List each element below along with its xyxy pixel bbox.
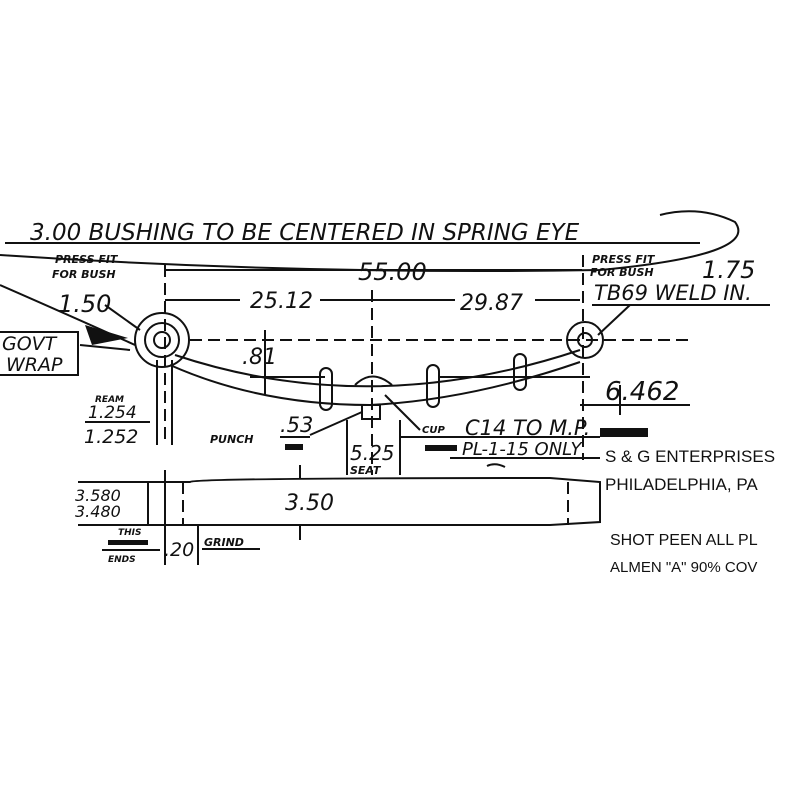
note-shot-peen: SHOT PEEN ALL PL <box>610 532 758 549</box>
company-name: S & G ENTERPRISES <box>605 447 775 466</box>
ends-label-bottom: ENDS <box>108 555 136 565</box>
note-almen: ALMEN "A" 90% COV <box>610 559 757 576</box>
center-bolt-cap <box>354 375 393 386</box>
clip <box>513 353 527 391</box>
width-max: 3.580 <box>75 486 121 505</box>
weld-note: TB69 WELD IN. <box>594 281 752 305</box>
company-city: PHILADELPHIA, PA <box>605 475 758 494</box>
seat-label: SEAT <box>350 464 382 477</box>
right-eye-dim: 1.75 <box>702 256 755 284</box>
punch-dim: .53 <box>280 413 313 437</box>
cup-leader <box>384 394 421 431</box>
cup-label: CUP <box>422 425 445 436</box>
left-eye-dim: 1.50 <box>58 290 111 318</box>
width-nominal: 3.50 <box>285 491 334 516</box>
dim-gap <box>240 288 320 310</box>
clip <box>426 364 440 408</box>
leaf-width-view <box>78 476 601 527</box>
dim-gap <box>455 288 535 310</box>
govt-leader <box>79 344 131 351</box>
tilde-mark <box>486 463 506 468</box>
main-leaf <box>174 349 581 388</box>
redaction-mark <box>108 540 148 545</box>
ream-max: 1.254 <box>88 403 137 423</box>
bushing-note: 3.00 BUSHING TO BE CENTERED IN SPRING EY… <box>30 220 580 246</box>
wrap-text: WRAP <box>6 354 63 376</box>
seat-dim: 5.25 <box>350 441 395 465</box>
leader-curve <box>0 210 740 272</box>
right-spring-eye <box>566 321 604 359</box>
arrow-icon <box>85 325 128 345</box>
grind-dim: .20 <box>164 539 194 561</box>
pl-note: PL-1-15 ONLY <box>462 439 583 460</box>
right-press-fit: PRESS FIT <box>592 253 656 266</box>
left-length: 25.12 <box>250 289 313 314</box>
camber-dim: .81 <box>242 345 277 370</box>
left-press-fit: PRESS FIT <box>55 253 119 266</box>
ends-label-top: THIS <box>118 528 142 538</box>
govt-text: GOVT <box>2 333 58 355</box>
right-length: 29.87 <box>460 291 523 316</box>
govt-bracket <box>0 331 79 376</box>
redaction-mark <box>285 444 303 450</box>
grind-label: GRIND <box>204 536 244 549</box>
eye-leader <box>104 304 141 331</box>
clip <box>319 367 333 411</box>
punch-label: PUNCH <box>210 433 253 446</box>
redaction-mark <box>600 428 648 437</box>
left-for-bush: FOR BUSH <box>52 268 116 281</box>
govt-wrap-label: GOVT WRAP <box>0 331 79 376</box>
left-spring-eye <box>134 312 190 368</box>
weld-leader <box>597 304 631 336</box>
ream-min: 1.252 <box>84 426 138 448</box>
punch-leader <box>309 411 363 436</box>
left-eye-inner <box>144 322 180 358</box>
right-for-bush: FOR BUSH <box>590 266 654 279</box>
width-min: 3.480 <box>75 502 121 521</box>
ream-label: REAM <box>95 395 124 405</box>
overall-length: 55.00 <box>358 258 427 286</box>
redaction-mark <box>425 445 457 451</box>
left-eye-bushing <box>153 331 171 349</box>
height-dim: 6.462 <box>605 377 679 407</box>
